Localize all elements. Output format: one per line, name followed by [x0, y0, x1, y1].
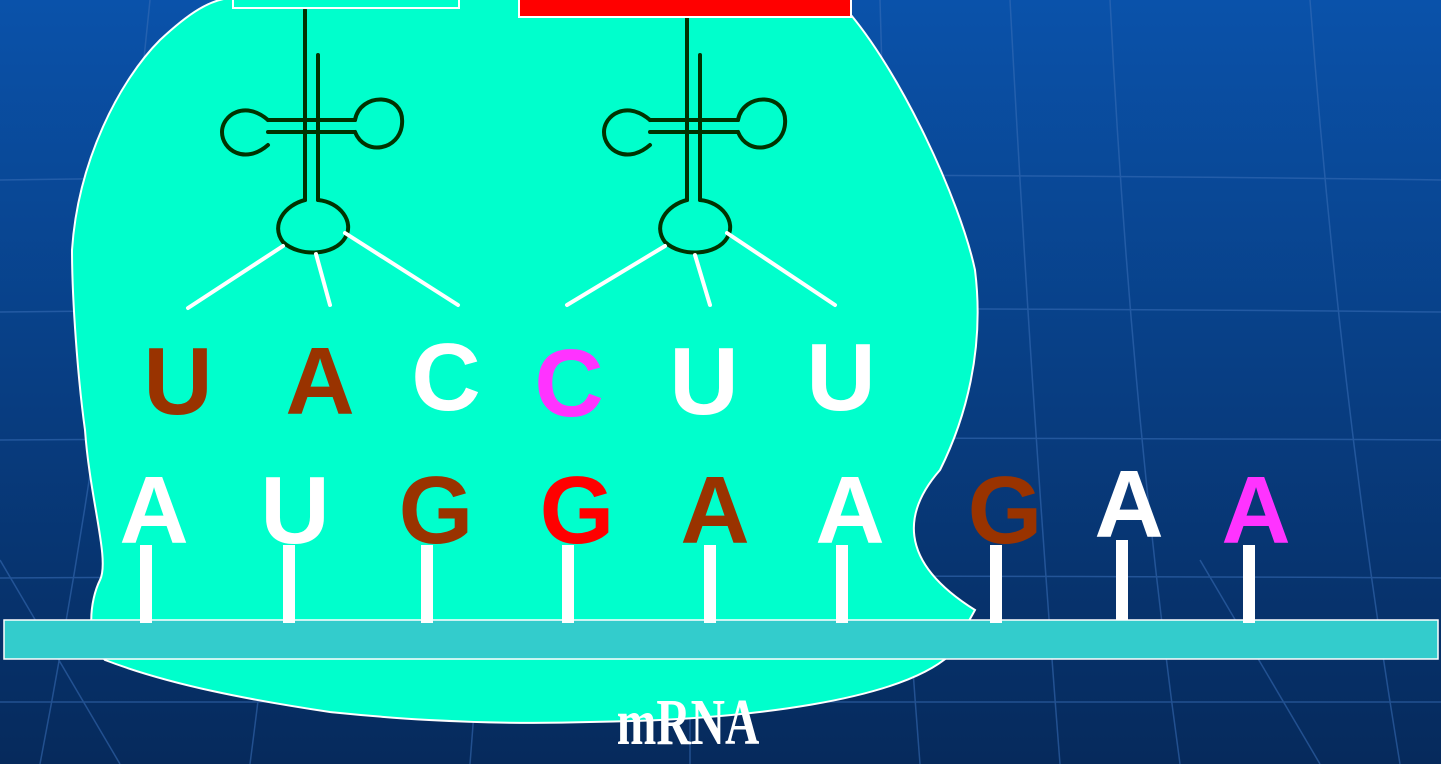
codon-base-2: U: [260, 463, 329, 559]
red-label-box: [518, 0, 852, 18]
codon-base-3: G: [399, 463, 474, 559]
anticodon-base-5: U: [669, 334, 738, 430]
anticodon-base-3: C: [411, 330, 480, 426]
codon-base-6: A: [815, 463, 884, 559]
codon-base-9: A: [1221, 463, 1290, 559]
anticodon-base-2: A: [285, 334, 354, 430]
mrna-label: mRNA: [617, 690, 760, 756]
codon-base-7: G: [968, 463, 1043, 559]
codon-base-4: G: [540, 463, 615, 559]
codon-base-1: A: [119, 463, 188, 559]
anticodon-base-4: C: [534, 336, 603, 432]
top-label-box: [232, 0, 460, 9]
mrna-strand: [4, 620, 1438, 659]
anticodon-base-6: U: [806, 330, 875, 426]
codon-base-8: A: [1094, 457, 1163, 553]
codon-base-5: A: [680, 463, 749, 559]
anticodon-base-1: U: [143, 334, 212, 430]
